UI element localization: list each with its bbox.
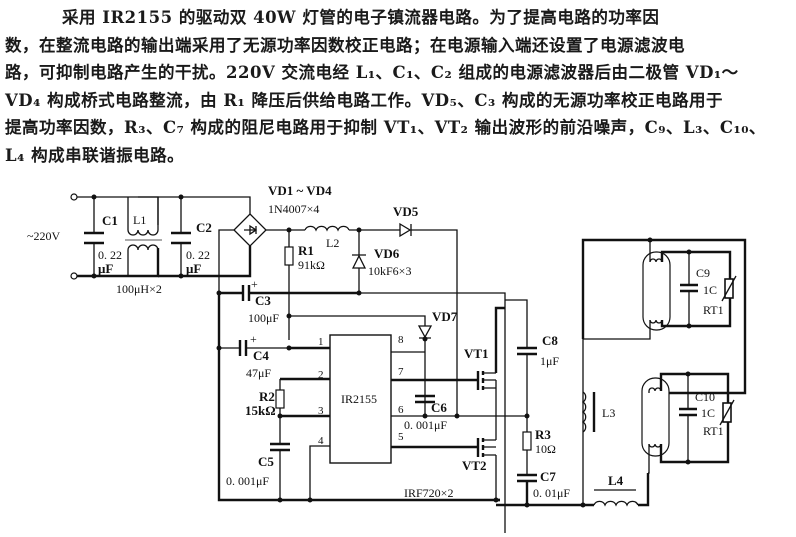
capacitor-c6: C6 0. 001μF: [404, 394, 447, 432]
l1-ref: L1: [133, 213, 146, 227]
description-line-5: 提高功率因数，R₃、C₇ 构成的阻尼电路用于抑制 VT₁、VT₂ 输出波形的前沿…: [5, 118, 766, 137]
input-terminal-bottom: [70, 272, 78, 280]
resistor-r2: R2 15kΩ: [245, 379, 285, 444]
diode-vd5: VD5: [393, 204, 419, 238]
thermistor-rt1-b: RT1: [703, 399, 735, 438]
r1-ref: R1: [298, 243, 314, 258]
c2-value-1: 0. 22: [186, 248, 210, 262]
r2-value: 15kΩ: [245, 403, 276, 418]
c3-value: 100μF: [248, 311, 279, 325]
rt1a-ref: RT1: [703, 303, 724, 317]
c1-ref: C1: [102, 213, 118, 228]
l2-ref: L2: [326, 236, 339, 250]
bridge-rectifier: VD1 ~ VD4 1N4007×4: [233, 183, 332, 247]
c6-value: 0. 001μF: [404, 418, 447, 432]
c1-value-1: 0. 22: [98, 248, 122, 262]
resistor-r1: R1 91kΩ: [284, 230, 325, 340]
c3-polarity: +: [251, 277, 258, 291]
c9-ref: C9: [696, 266, 710, 280]
r2-ref: R2: [259, 389, 275, 404]
inductor-l1: L1 100μH×2: [116, 196, 162, 296]
diode-vd7: VD7: [417, 309, 458, 339]
ic-pin-4: 4: [318, 435, 324, 447]
description-line-6: L₄ 构成串联谐振电路。: [5, 145, 185, 165]
capacitor-c5: C5 0. 001μF: [226, 442, 290, 500]
c3-ref: C3: [255, 293, 271, 308]
vd6-ref: VD6: [374, 246, 400, 261]
capacitor-c4: + C4 47μF: [238, 332, 271, 380]
vd7-ref: VD7: [432, 309, 458, 324]
description-line-2: 数，在整流电路的输出端采用了无源功率因数校正电路；在电源输入端还设置了电源滤波电: [5, 35, 685, 55]
ic-ref: IR2155: [341, 392, 377, 406]
ic-pin-1: 1: [318, 336, 324, 348]
capacitor-c8: C8 1μF: [517, 333, 559, 416]
ic-pin-3: 3: [318, 405, 324, 417]
r3-ref: R3: [535, 427, 551, 442]
lamp-1: [642, 251, 671, 331]
resistor-r3: R3 10Ω: [522, 416, 556, 475]
inductor-l3: L3: [581, 391, 615, 433]
r1-value: 91kΩ: [298, 258, 325, 272]
c6-ref: C6: [431, 400, 447, 415]
ic-ir2155: IR2155 1 2 3 4 5 6 7 8: [318, 334, 404, 464]
diode-vd6: VD6 10kF6×3: [351, 230, 411, 293]
c2-ref: C2: [196, 220, 212, 235]
ic-pin-7: 7: [398, 366, 404, 378]
vt2-ref: VT2: [462, 458, 487, 473]
c4-polarity: +: [250, 332, 257, 346]
c5-value: 0. 001μF: [226, 474, 269, 488]
capacitor-c1: C1 0. 22 μF: [84, 197, 122, 276]
l1-value: 100μH×2: [116, 282, 162, 296]
l4-ref: L4: [608, 473, 624, 488]
mosfet-vt1: VT1: [464, 306, 505, 416]
ic-pin-2: 2: [318, 369, 324, 381]
c1-value-2: μF: [98, 261, 113, 276]
c8-ref: C8: [542, 333, 558, 348]
capacitor-c7: C7 0. 01μF: [517, 469, 570, 505]
inductor-l4: L4: [593, 473, 639, 507]
capacitor-c3: + C3 100μF: [241, 277, 279, 325]
input-voltage-label: ~220V: [27, 229, 60, 243]
ic-pin-8: 8: [398, 334, 404, 346]
c4-value: 47μF: [246, 366, 271, 380]
description-line-1: 采用 IR2155 的驱动双 40W 灯管的电子镇流器电路。为了提高电路的功率因: [62, 8, 660, 27]
c8-value: 1μF: [540, 354, 559, 368]
ic-pin-6: 6: [398, 404, 404, 416]
c5-ref: C5: [258, 454, 274, 469]
lamp-2: [641, 377, 670, 457]
ic-pin-5: 5: [398, 431, 404, 443]
inductor-l2: L2: [304, 225, 350, 250]
c7-ref: C7: [540, 469, 556, 484]
vd5-ref: VD5: [393, 204, 419, 219]
r3-value: 10Ω: [535, 442, 556, 456]
description-line-3: 路，可抑制电路产生的干扰。220V 交流电经 L₁、C₁、C₂ 组成的电源滤波器…: [5, 63, 739, 82]
vt1-ref: VT1: [464, 346, 489, 361]
bridge-part: 1N4007×4: [268, 202, 319, 216]
capacitor-c9: C9 1C: [680, 252, 717, 326]
input-terminal-top: [70, 193, 78, 201]
c9-value: 1C: [703, 283, 717, 297]
capacitor-c2: C2 0. 22 μF: [171, 197, 212, 276]
ac-input: ~220V: [27, 193, 78, 280]
thermistor-rt1-a: RT1: [703, 275, 737, 317]
description-line-4: VD₄ 构成桥式电路整流，由 R₁ 降压后供给电路工作。VD₅、C₃ 构成的无源…: [5, 90, 723, 110]
capacitor-c10: C10 1C: [679, 374, 715, 462]
l3-ref: L3: [602, 406, 615, 420]
c4-ref: C4: [253, 348, 269, 363]
c7-value: 0. 01μF: [533, 486, 570, 500]
c2-value-2: μF: [186, 261, 201, 276]
bridge-ref: VD1 ~ VD4: [268, 183, 332, 198]
mosfet-vt2: VT2: [462, 416, 497, 500]
c10-value: 1C: [701, 406, 715, 420]
c10-ref: C10: [695, 390, 715, 404]
rt1b-ref: RT1: [703, 424, 724, 438]
vd6-part: 10kF6×3: [368, 264, 411, 278]
mosfet-part-label: IRF720×2: [404, 486, 453, 500]
